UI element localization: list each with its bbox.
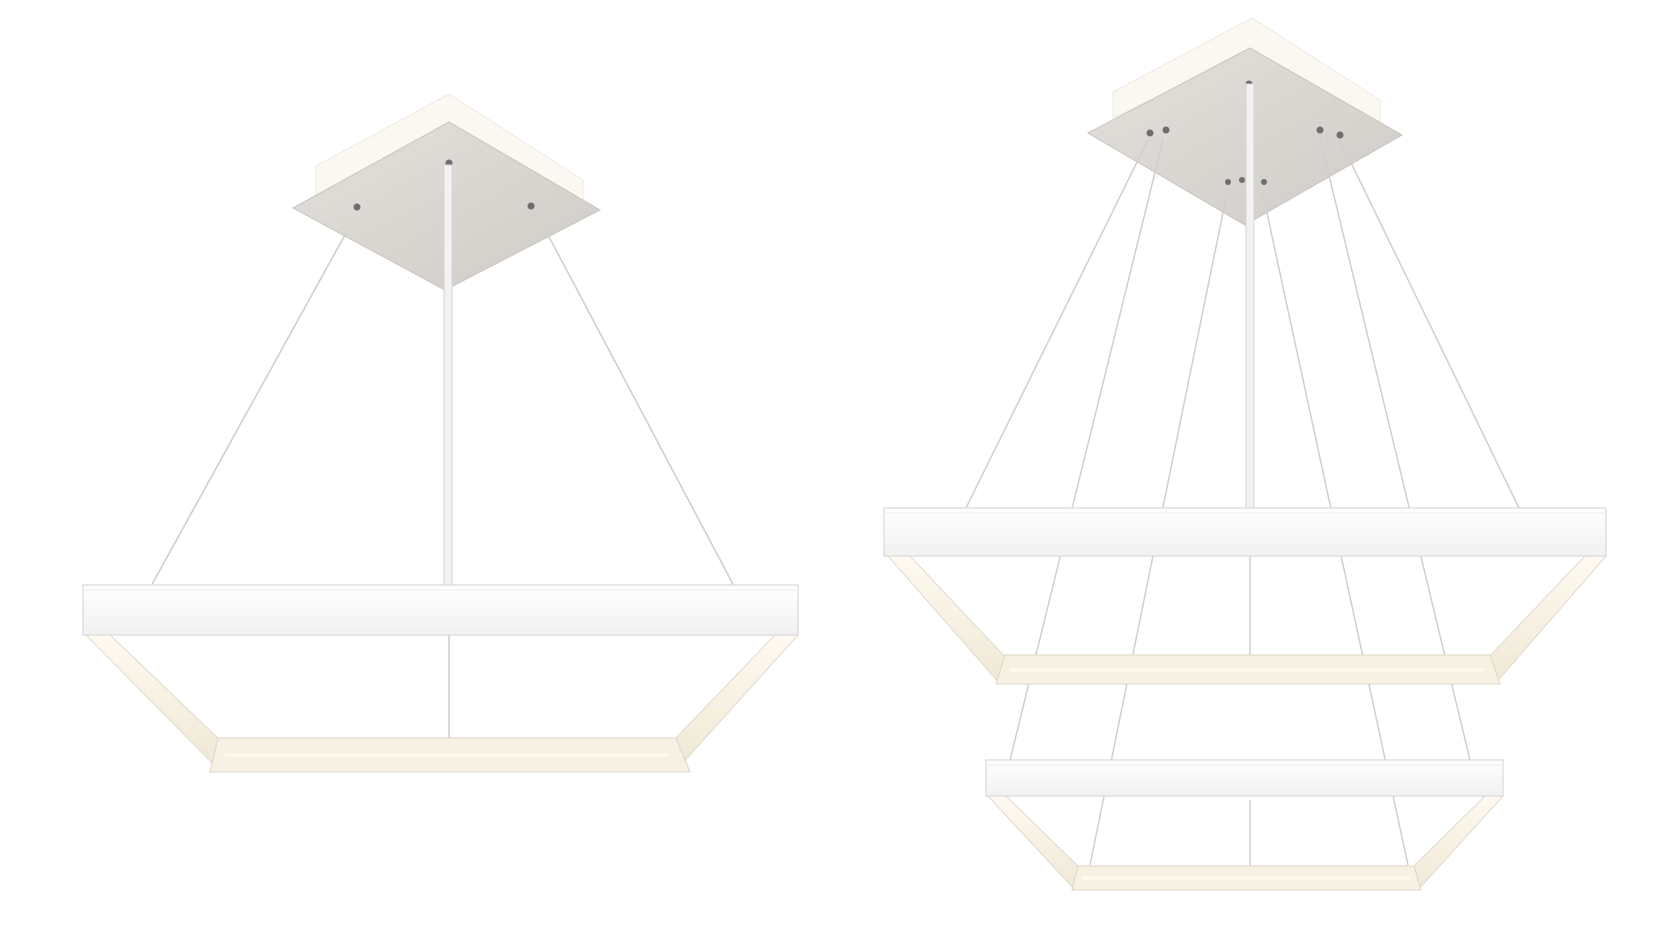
canopy-screw — [1225, 179, 1231, 185]
canopy-screw — [1146, 129, 1154, 137]
upper-square-led-frame — [883, 507, 1608, 685]
two-tier-pendant — [883, 17, 1608, 891]
square-led-frame — [82, 584, 800, 773]
center-rod — [443, 164, 453, 586]
canopy-screw — [1336, 131, 1344, 139]
single-tier-pendant — [82, 93, 800, 773]
canopy-screw — [353, 203, 361, 211]
frame-front-bar — [985, 759, 1504, 797]
canopy-screw — [527, 202, 535, 210]
canopy-screw — [1162, 126, 1170, 134]
frame-front-bar — [82, 584, 799, 636]
center-rod — [1245, 83, 1255, 510]
frame-front-bar — [883, 507, 1607, 557]
canopy-screw — [1316, 126, 1324, 134]
ceiling-canopy — [1086, 17, 1404, 226]
canopy-screw — [1261, 179, 1267, 185]
lower-square-led-frame — [985, 759, 1505, 891]
canopy-screw — [1239, 177, 1245, 183]
suspension-wires — [149, 232, 736, 740]
